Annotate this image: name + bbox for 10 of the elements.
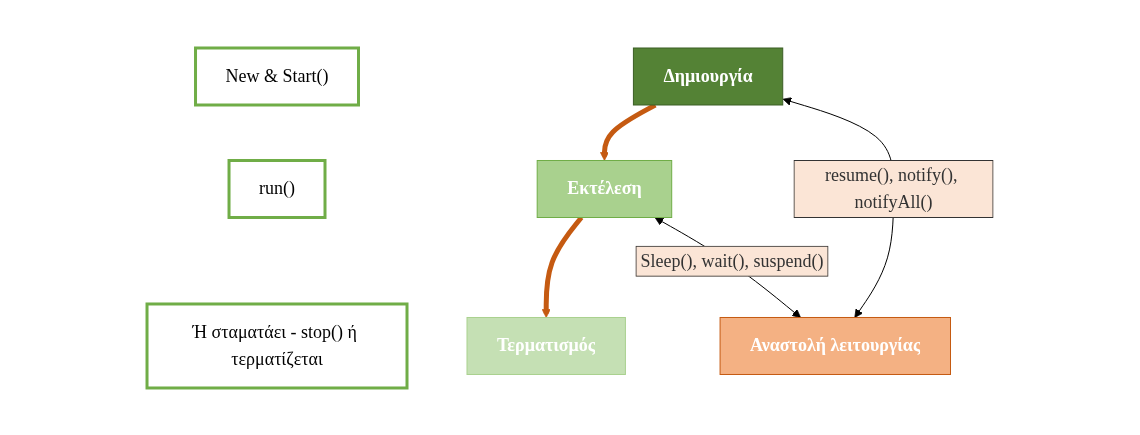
edge-label: Sleep(), wait(), suspend() <box>640 250 824 271</box>
node-box: New & Start() <box>193 46 360 106</box>
node-box: Εκτέλεση <box>536 159 672 218</box>
node-box: run() <box>227 158 327 219</box>
node-box: Τερματισμός <box>466 316 626 375</box>
node-box: Αναστολή λειτουργίας <box>719 316 951 375</box>
node-box: Ή σταματάει - stop() ή τερματίζεται <box>145 302 409 389</box>
node-box: Δημιουργία <box>632 47 783 105</box>
arrow <box>541 215 584 318</box>
edge-label: resume(), notify(), notifyAll() <box>824 164 958 212</box>
